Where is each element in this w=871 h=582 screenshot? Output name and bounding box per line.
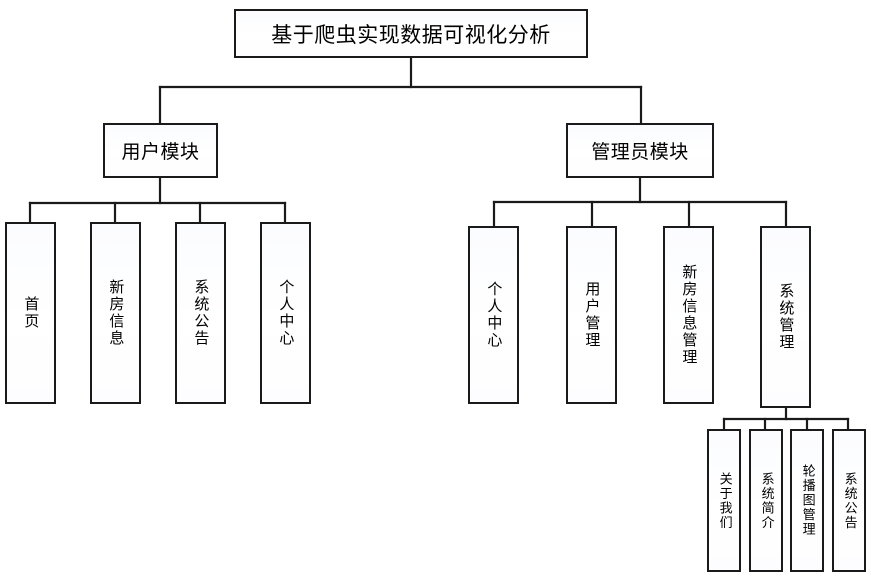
node-user-personal-center-label: 个人中心 bbox=[277, 279, 296, 347]
node-admin-system-management[interactable]: 系统管理 bbox=[760, 226, 811, 408]
node-user-announcement[interactable]: 系统公告 bbox=[175, 222, 226, 404]
node-user-personal-center[interactable]: 个人中心 bbox=[260, 222, 311, 404]
node-user-module[interactable]: 用户模块 bbox=[103, 123, 218, 178]
node-user-home[interactable]: 首页 bbox=[5, 222, 56, 404]
node-user-new-house-info[interactable]: 新房信息 bbox=[90, 222, 141, 404]
node-about-us-label: 关于我们 bbox=[716, 471, 732, 530]
node-root-label: 基于爬虫实现数据可视化分析 bbox=[271, 22, 551, 47]
node-system-announcement[interactable]: 系统公告 bbox=[832, 429, 866, 572]
node-admin-system-management-label: 系统管理 bbox=[777, 283, 796, 351]
node-about-us[interactable]: 关于我们 bbox=[707, 429, 741, 572]
node-system-announcement-label: 系统公告 bbox=[841, 471, 857, 530]
node-user-module-label: 用户模块 bbox=[121, 141, 200, 163]
node-admin-module-label: 管理员模块 bbox=[591, 141, 689, 163]
node-user-home-label: 首页 bbox=[22, 296, 41, 330]
node-user-new-house-info-label: 新房信息 bbox=[107, 279, 126, 347]
node-system-intro[interactable]: 系统简介 bbox=[749, 429, 783, 572]
node-root[interactable]: 基于爬虫实现数据可视化分析 bbox=[234, 9, 588, 58]
node-admin-house-info-management[interactable]: 新房信息管理 bbox=[663, 226, 714, 404]
node-admin-user-management[interactable]: 用户管理 bbox=[566, 226, 617, 404]
node-user-announcement-label: 系统公告 bbox=[192, 279, 211, 347]
node-admin-house-info-management-label: 新房信息管理 bbox=[680, 264, 699, 366]
node-carousel-management[interactable]: 轮播图管理 bbox=[790, 429, 824, 572]
node-system-intro-label: 系统简介 bbox=[758, 471, 774, 530]
node-admin-module[interactable]: 管理员模块 bbox=[566, 123, 714, 178]
node-carousel-management-label: 轮播图管理 bbox=[799, 464, 815, 537]
node-admin-personal-center-label: 个人中心 bbox=[485, 281, 504, 349]
node-admin-user-management-label: 用户管理 bbox=[583, 281, 602, 349]
node-admin-personal-center[interactable]: 个人中心 bbox=[468, 226, 519, 404]
